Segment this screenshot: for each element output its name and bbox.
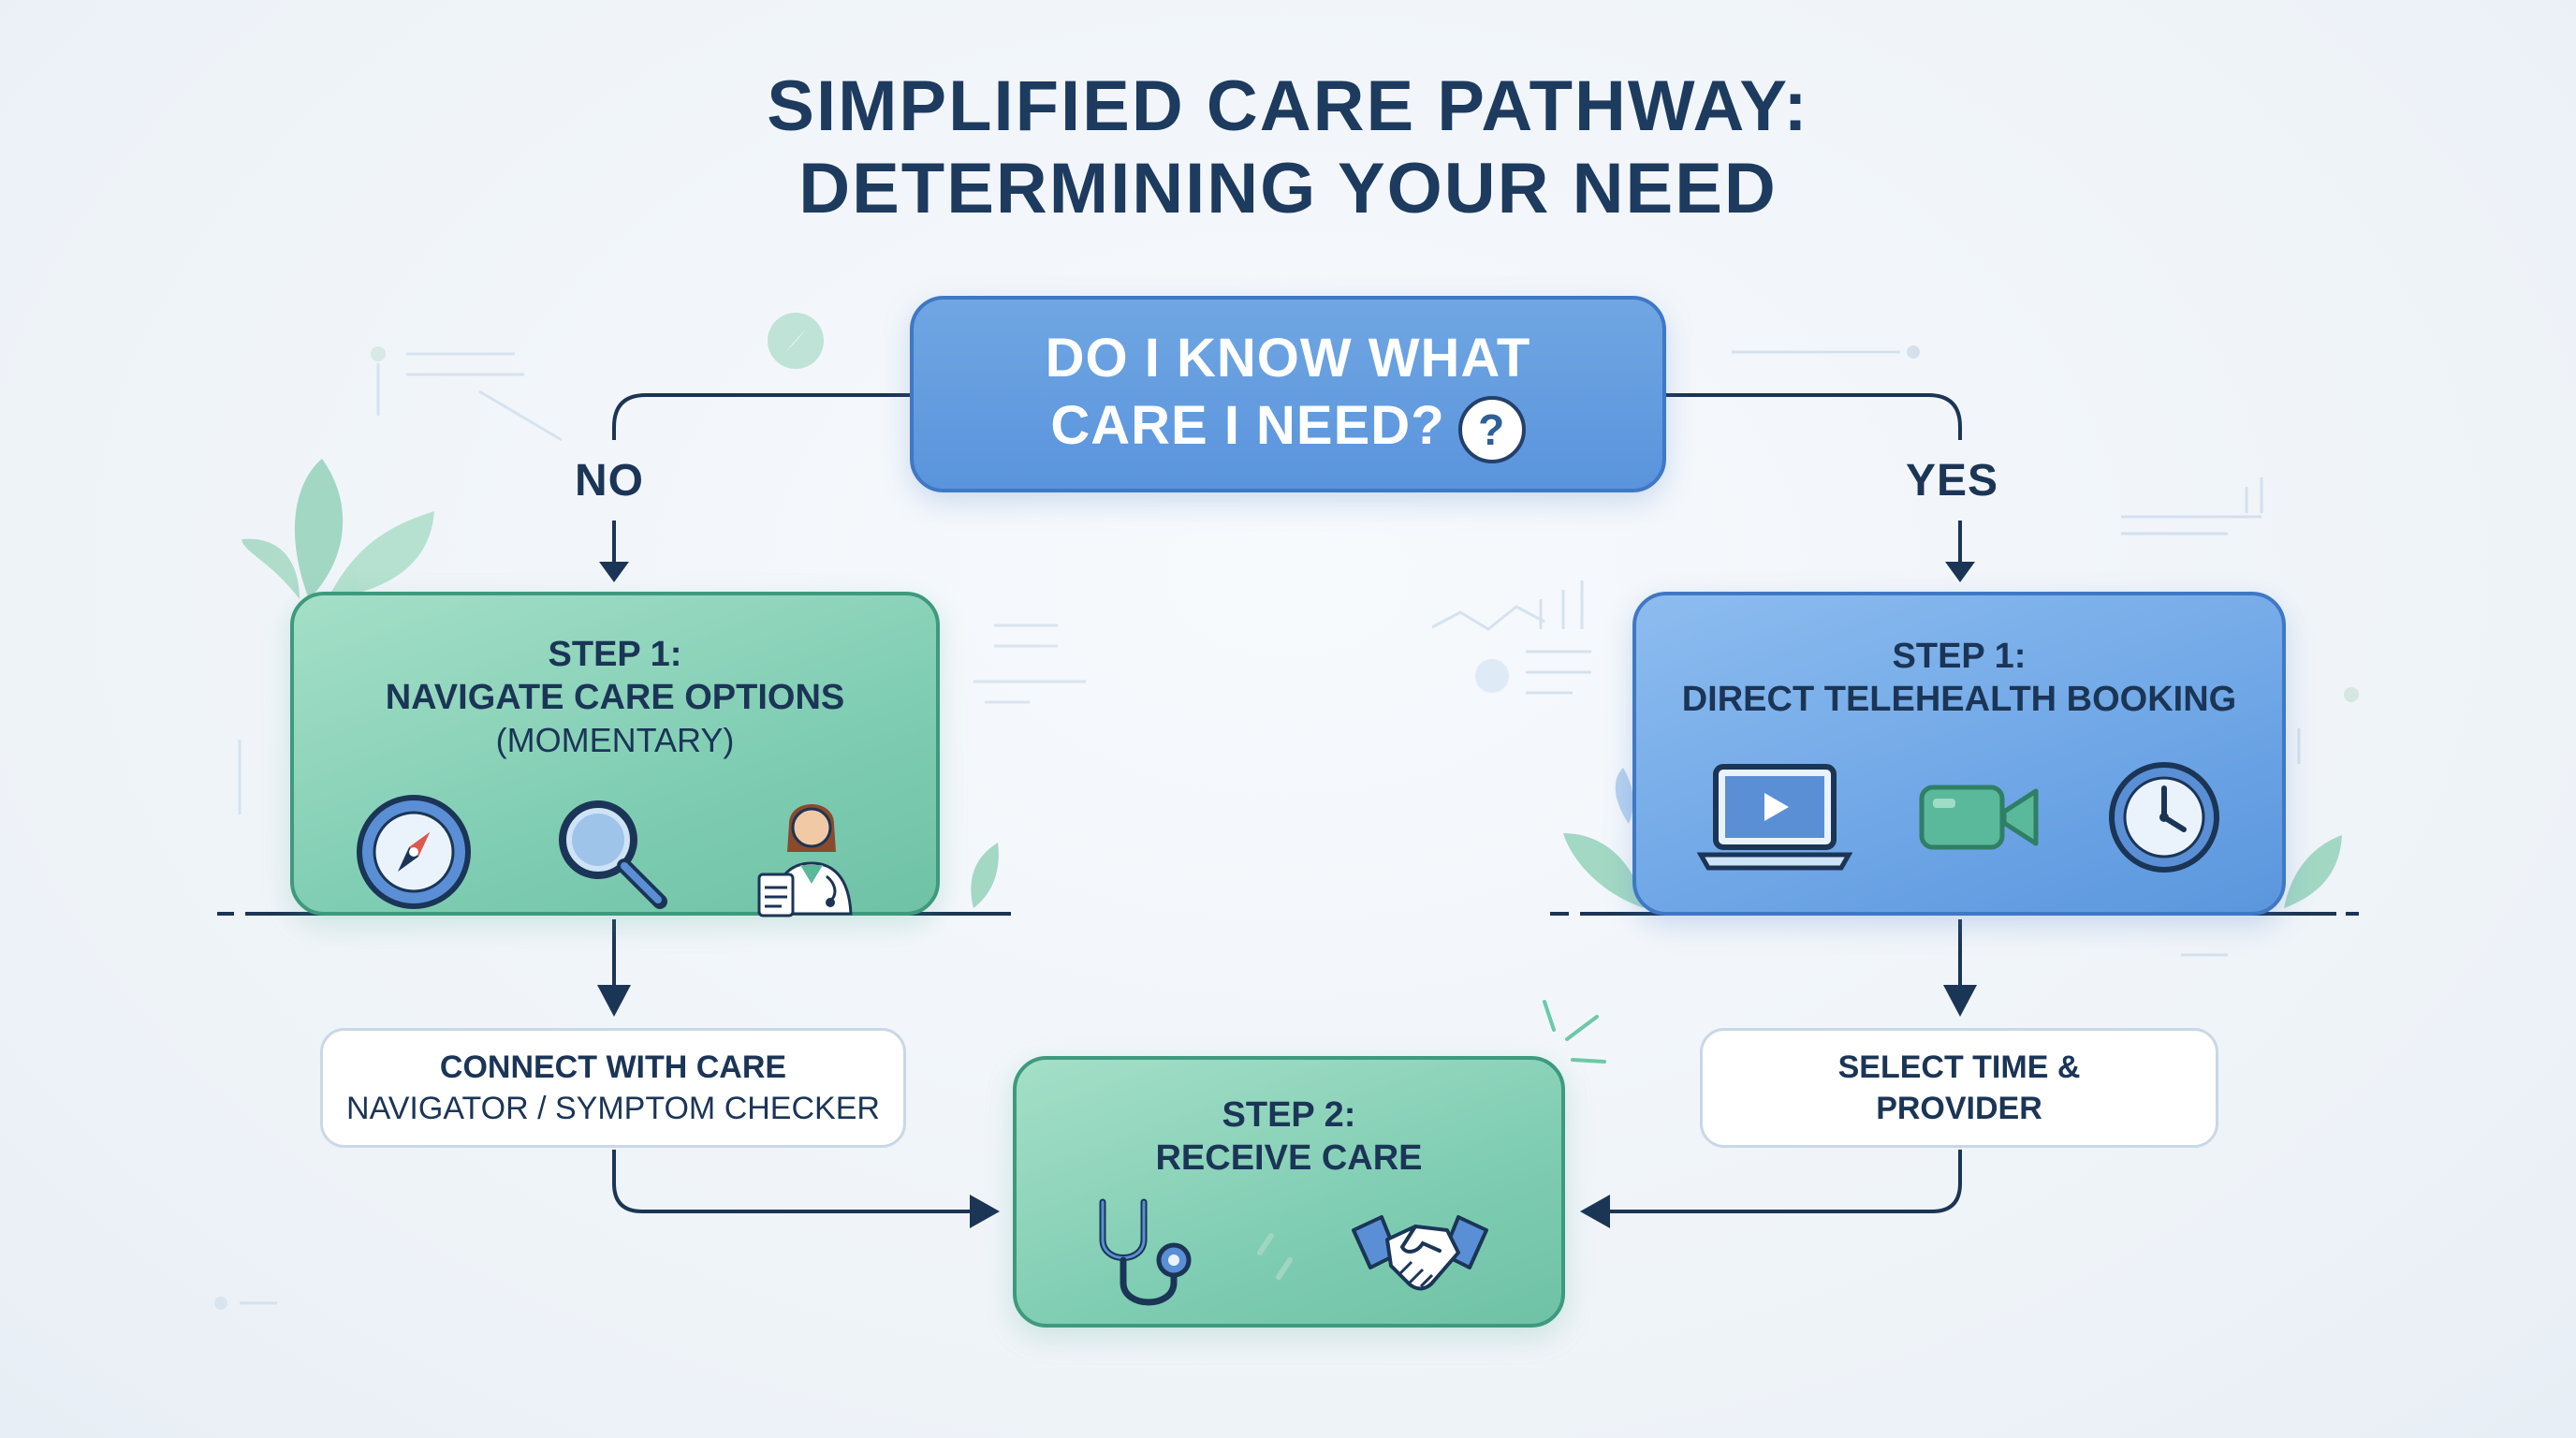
- step-navigate-care-options: STEP 1: NAVIGATE CARE OPTIONS (MOMENTARY…: [290, 592, 940, 917]
- decorative-lines-left: [214, 346, 1086, 1310]
- right-step-icons: [1695, 758, 2223, 876]
- leaf-decoration-left: [242, 459, 999, 908]
- step-receive-care: STEP 2: RECEIVE CARE: [1013, 1056, 1565, 1328]
- left-step-line-1: NAVIGATE CARE OPTIONS: [385, 678, 845, 717]
- select-time-provider-action: SELECT TIME & PROVIDER: [1700, 1028, 2218, 1148]
- branch-label-yes: YES: [1906, 456, 1999, 506]
- question-line-2: CARE I NEED?: [1050, 395, 1445, 457]
- decorative-lines-right: [1431, 345, 2359, 957]
- final-step-line-1: RECEIVE CARE: [1155, 1138, 1423, 1178]
- clock-icon: [2109, 762, 2219, 873]
- step-direct-telehealth-booking: STEP 1: DIRECT TELEHEALTH BOOKING: [1632, 592, 2286, 916]
- left-step-title: STEP 1:: [548, 635, 682, 674]
- final-step-icons: [1088, 1193, 1490, 1314]
- left-action-line-1: CONNECT WITH CARE: [439, 1049, 787, 1085]
- compass-icon: [357, 795, 471, 909]
- left-action-line-2: NAVIGATOR / SYMPTOM CHECKER: [346, 1091, 880, 1126]
- final-step-title: STEP 2:: [1222, 1095, 1356, 1135]
- connect-navigator-action: CONNECT WITH CARE NAVIGATOR / SYMPTOM CH…: [320, 1028, 906, 1148]
- decision-question-box: DO I KNOW WHAT CARE I NEED??: [910, 296, 1666, 492]
- page-title-line-1: SIMPLIFIED CARE PATHWAY:: [767, 66, 1809, 146]
- laptop-play-icon: [1696, 764, 1853, 871]
- doctor-icon: [757, 804, 853, 917]
- left-step-line-2: (MOMENTARY): [495, 721, 735, 759]
- handshake-icon: [1352, 1215, 1488, 1291]
- right-action-line-1: SELECT TIME &: [1837, 1049, 2081, 1085]
- right-step-line-1: DIRECT TELEHEALTH BOOKING: [1681, 680, 2237, 719]
- question-line-1: DO I KNOW WHAT: [1045, 328, 1531, 389]
- leaf-decoration-right: [1563, 768, 2342, 908]
- question-line-2-row: CARE I NEED??: [1050, 392, 1526, 463]
- magnifier-icon: [559, 800, 667, 909]
- branch-label-no: NO: [575, 456, 644, 506]
- right-step-title: STEP 1:: [1892, 637, 2027, 676]
- stethoscope-icon: [1099, 1198, 1192, 1306]
- spark-decoration: [1543, 1000, 1606, 1064]
- left-step-icons: [353, 786, 877, 917]
- right-action-line-2: PROVIDER: [1876, 1091, 2042, 1126]
- compass-badge-decoration: [768, 313, 824, 369]
- video-camera-icon: [1919, 785, 2039, 850]
- connector-dash-icon: [1257, 1233, 1293, 1280]
- question-bubble-icon: ?: [1457, 395, 1526, 463]
- page-title-line-2: DETERMINING YOUR NEED: [798, 149, 1778, 228]
